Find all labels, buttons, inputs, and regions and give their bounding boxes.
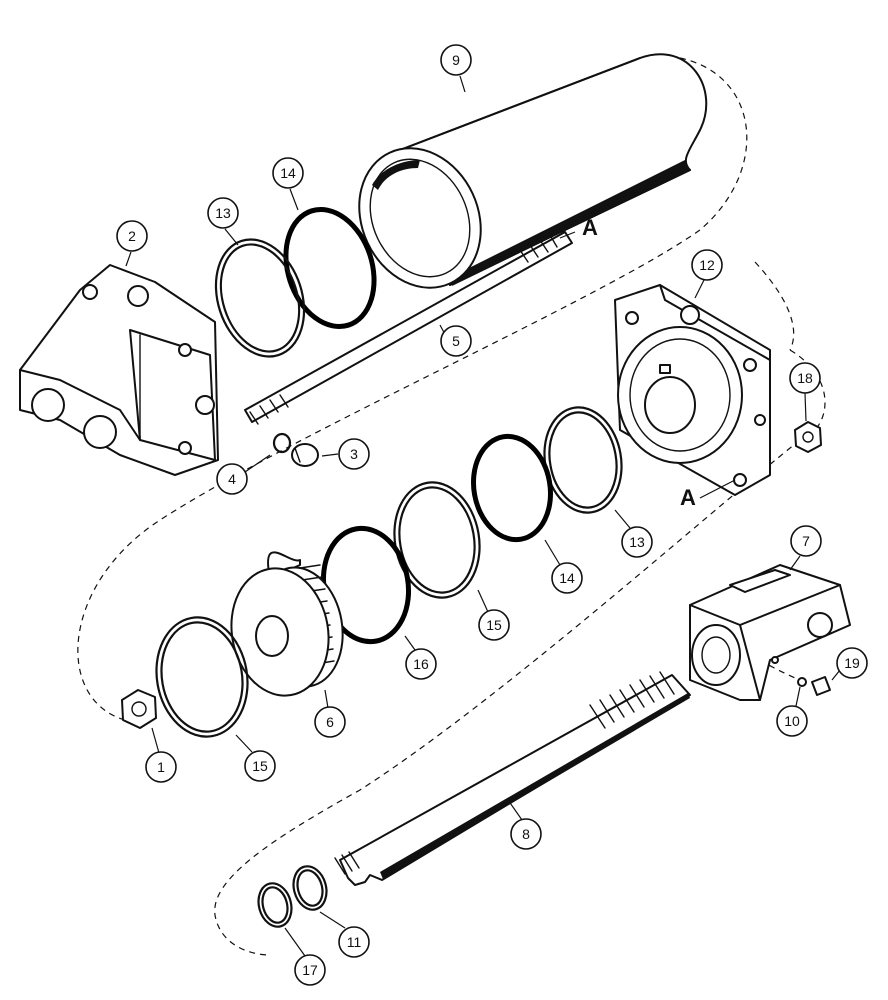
svg-text:15: 15	[252, 758, 268, 774]
leader-a-upper	[559, 231, 576, 239]
leader-12	[694, 279, 705, 299]
svg-text:13: 13	[629, 534, 645, 550]
leader-13-lower	[614, 509, 631, 529]
callout-16: 16	[405, 648, 437, 680]
backup-ring-lower-left-inner	[160, 621, 244, 733]
svg-text:1: 1	[157, 759, 165, 775]
callout-4: 4	[216, 463, 248, 495]
callout-13-upper: 13	[207, 197, 239, 229]
svg-text:12: 12	[699, 257, 715, 273]
callout-7: 7	[790, 525, 822, 557]
rod-end-cap	[614, 284, 771, 496]
svg-text:11: 11	[347, 934, 362, 950]
callout-11: 11	[338, 926, 370, 958]
svg-text:9: 9	[452, 52, 460, 68]
svg-text:16: 16	[413, 656, 429, 672]
svg-text:10: 10	[784, 713, 800, 729]
o-ring-rod-inner	[296, 869, 324, 907]
leader-14-upper	[289, 188, 299, 211]
callout-1: 1	[145, 751, 177, 783]
callout-8: 8	[510, 818, 542, 850]
svg-text:7: 7	[802, 533, 810, 549]
callout-15-mid: 15	[478, 609, 510, 641]
svg-text:14: 14	[280, 165, 296, 181]
callout-12: 12	[691, 249, 723, 281]
leader-18	[804, 392, 807, 422]
callout-14-lower: 14	[551, 562, 583, 594]
leader-4	[244, 454, 271, 473]
svg-text:2: 2	[128, 228, 136, 244]
assembly-path-upper	[77, 57, 748, 721]
set-screw	[811, 676, 831, 696]
leader-10	[795, 686, 801, 707]
leader-14-lower	[544, 539, 561, 566]
leader-6	[324, 689, 329, 709]
backup-ring-piston-right-inner	[398, 486, 476, 594]
reference-mark-a-lower: A	[680, 485, 696, 510]
piston	[230, 551, 344, 697]
ball	[797, 677, 807, 687]
callout-17: 17	[294, 954, 326, 986]
cylinder-tube	[358, 53, 708, 289]
backup-ring-upper-inner	[219, 243, 301, 353]
svg-text:15: 15	[486, 617, 502, 633]
callout-5: 5	[440, 325, 472, 357]
callout-10: 10	[776, 705, 808, 737]
leader-11	[319, 911, 346, 929]
callout-14-upper: 14	[272, 157, 304, 189]
leader-15-lower	[235, 734, 253, 753]
assembly-path-right	[754, 261, 795, 351]
leader-9	[459, 75, 466, 93]
leader-15-mid	[477, 589, 489, 613]
callout-6: 6	[314, 706, 346, 738]
svg-text:19: 19	[844, 655, 860, 671]
assembly-path-setscrew	[739, 649, 801, 681]
leader-17	[284, 927, 306, 957]
o-ring-rod	[292, 865, 328, 911]
svg-text:6: 6	[326, 714, 334, 730]
backup-ring-rod	[257, 882, 293, 928]
svg-text:8: 8	[522, 826, 530, 842]
callout-2: 2	[116, 220, 148, 252]
backup-ring-rod-inner	[261, 886, 289, 924]
leader-8	[507, 799, 523, 821]
svg-text:4: 4	[228, 471, 236, 487]
leader-7	[789, 555, 801, 571]
leader-1	[151, 727, 160, 754]
backup-ring-upper	[214, 238, 306, 358]
o-ring-lower-right	[471, 433, 553, 543]
callout-19: 19	[836, 647, 868, 679]
tie-rod	[244, 231, 573, 425]
piston-rod	[334, 671, 691, 886]
piston-nut	[121, 689, 157, 729]
callout-13-lower: 13	[621, 526, 653, 558]
reference-mark-a-upper: A	[582, 215, 598, 240]
leader-3	[321, 453, 339, 457]
leader-19	[831, 669, 841, 681]
leader-13-upper	[224, 228, 239, 246]
hex-nut-small	[794, 421, 822, 453]
rod-eye	[689, 564, 851, 701]
o-ring-upper	[283, 206, 377, 330]
svg-text:5: 5	[452, 333, 460, 349]
leader-a-lower	[699, 479, 736, 499]
o-ring-plug	[272, 432, 292, 454]
leader-2	[125, 251, 132, 267]
leader-16	[404, 635, 416, 651]
backup-ring-lower-right-inner	[548, 411, 618, 509]
backup-ring-lower-left	[155, 616, 249, 738]
svg-text:13: 13	[215, 205, 231, 221]
plug	[291, 443, 319, 467]
base-end-cap	[19, 264, 219, 476]
svg-text:3: 3	[350, 446, 358, 462]
callout-15-lower: 15	[244, 750, 276, 782]
svg-text:14: 14	[559, 570, 575, 586]
callout-9: 9	[440, 44, 472, 76]
callout-3: 3	[338, 438, 370, 470]
svg-text:18: 18	[797, 370, 813, 386]
svg-text:17: 17	[302, 962, 318, 978]
callout-18: 18	[789, 362, 821, 394]
